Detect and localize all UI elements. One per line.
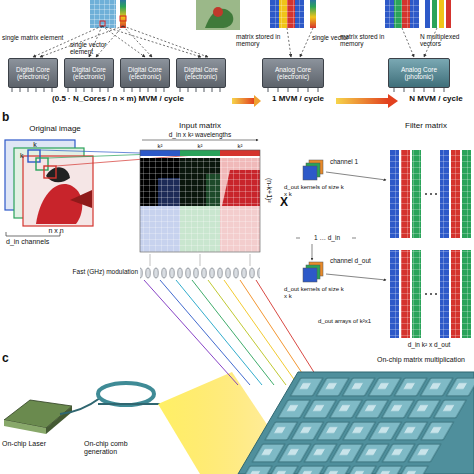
- operator-symbol: X: [276, 196, 292, 209]
- throughput-label: 1 MVM / cycle: [262, 95, 334, 104]
- throughput-label: N MVM / cycle: [398, 95, 474, 104]
- processor-chip: Digital Core (electronic): [8, 58, 58, 88]
- dimension-label: k²: [180, 143, 220, 150]
- chip-label: Digital Core (electronic): [177, 66, 225, 81]
- processor-chip: Analog Core (electronic): [262, 58, 324, 88]
- annotation: 1 … d_in: [300, 234, 354, 241]
- annotation: channel d_out: [330, 257, 388, 264]
- chip-label: Analog Core (photonic): [389, 66, 449, 81]
- dimension-label: d_in k² x d_out: [384, 341, 474, 348]
- component-label: On-chip comb generation: [84, 440, 158, 455]
- panel-letter: c: [2, 352, 16, 365]
- annotation: d_out arrays of k²x1: [318, 318, 384, 325]
- annotation: N multiplexed vectors: [420, 33, 474, 47]
- dimension-label: k²: [220, 143, 260, 150]
- processor-chip: Digital Core (electronic): [120, 58, 170, 88]
- chip-label: Digital Core (electronic): [121, 66, 169, 81]
- component-label: On-chip Laser: [2, 440, 58, 448]
- chip-label: Digital Core (electronic): [65, 66, 113, 81]
- annotation: matrix stored in memory: [236, 33, 296, 47]
- annotation: single vector element: [70, 41, 130, 55]
- dimension-label: d_in channels: [6, 238, 76, 246]
- annotation: channel 1: [330, 158, 385, 165]
- annotation: d_out kernels of size k x k: [284, 286, 344, 299]
- dimension-label: k: [20, 152, 28, 160]
- processor-chip: Analog Core (photonic): [388, 58, 450, 88]
- processor-chip: Digital Core (electronic): [64, 58, 114, 88]
- throughput-label: (0.5 · N_Cores / n × m) MVM / cycle: [5, 95, 231, 104]
- chip-label: Analog Core (electronic): [263, 66, 323, 81]
- chip-label: Digital Core (electronic): [9, 66, 57, 81]
- dimension-label: k²: [140, 143, 180, 150]
- panel-heading: Input matrix: [140, 122, 260, 131]
- panel-letter: b: [2, 111, 16, 124]
- annotation: d_out kernels of size k x k: [284, 184, 344, 197]
- annotation: Fast (GHz) modulation: [58, 268, 138, 275]
- component-label: On-chip matrix multiplication: [368, 356, 474, 364]
- annotation: single matrix element: [2, 34, 72, 41]
- processor-chip: Digital Core (electronic): [176, 58, 226, 88]
- dimension-label: d_in x k² wavelengths: [140, 131, 260, 138]
- dimension-label: (n-k+1)²: [265, 178, 273, 238]
- dimension-label: k: [29, 141, 41, 149]
- annotation: matrix stored in memory: [340, 33, 390, 47]
- dimension-label: n x n: [36, 227, 76, 235]
- panel-heading: Original image: [10, 125, 100, 134]
- panel-heading: Filter matrix: [378, 122, 474, 131]
